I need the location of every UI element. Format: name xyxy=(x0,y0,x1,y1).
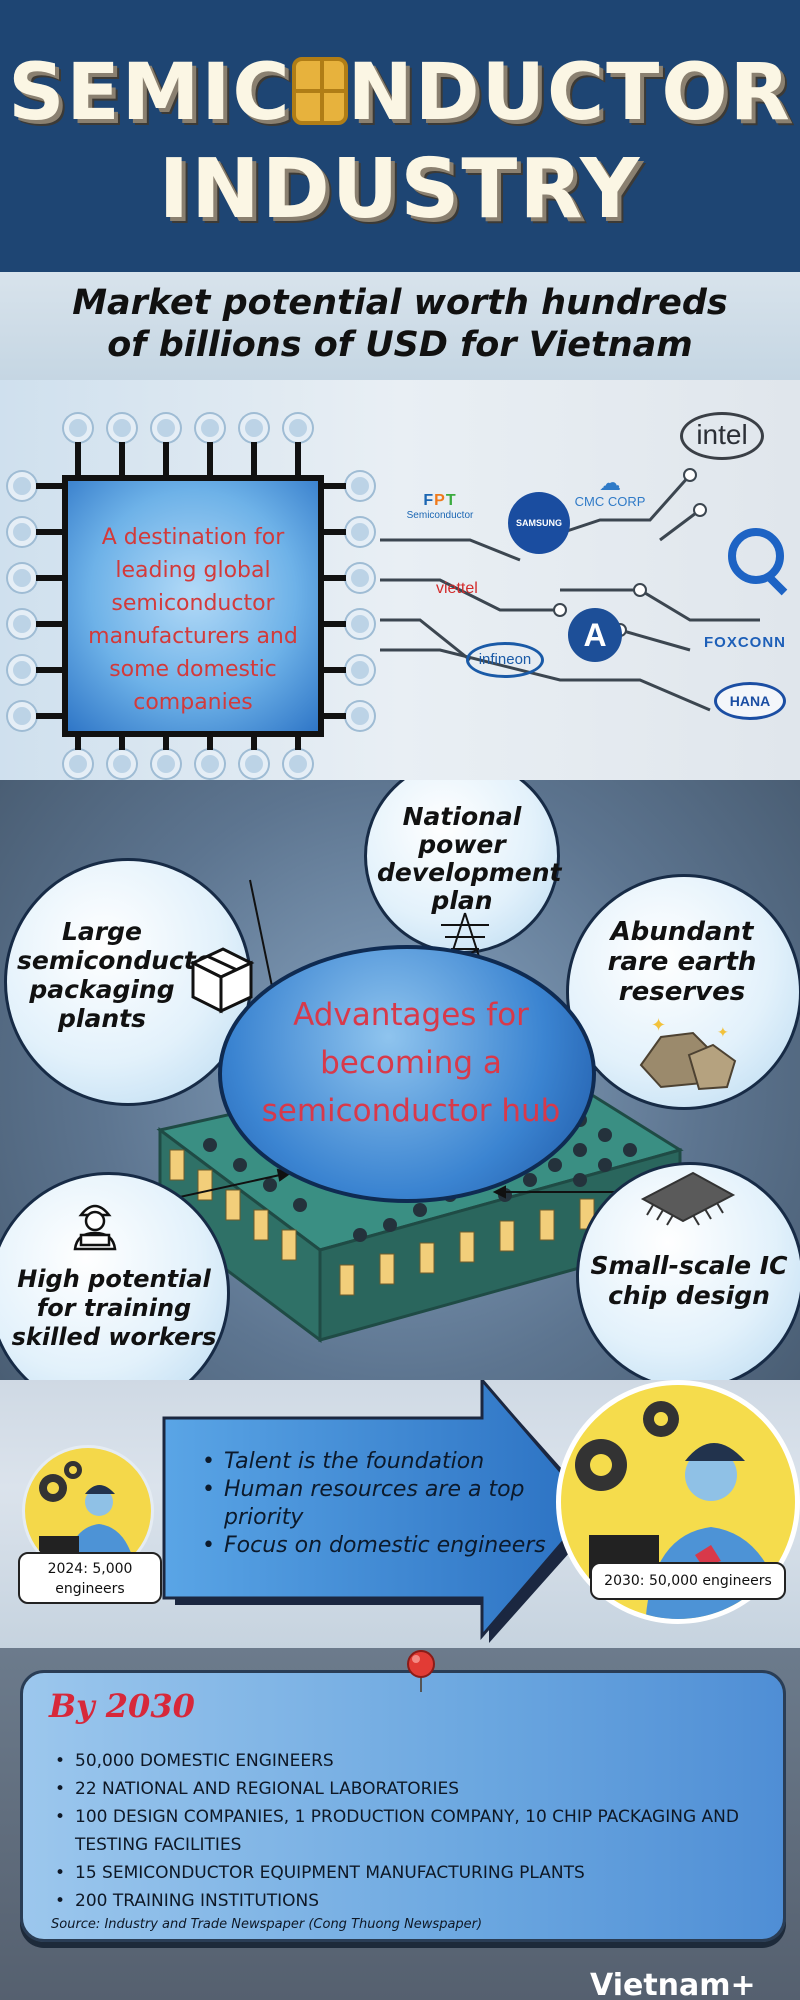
chip-pin xyxy=(8,472,36,500)
subtitle: Market potential worth hundreds of billi… xyxy=(10,282,790,366)
year-2030-label: 2030: 50,000 engineers xyxy=(590,1562,786,1600)
goal-item: 15 SEMICONDUCTOR EQUIPMENT MANUFACTURING… xyxy=(53,1859,773,1887)
chip-pin xyxy=(64,750,92,778)
title-part-a: SEMIC xyxy=(8,48,292,138)
svg-text:✦: ✦ xyxy=(651,1015,666,1036)
bubble-ic-chip-design: Small-scale IC chip design xyxy=(576,1162,800,1380)
chip-pin xyxy=(8,702,36,730)
subtitle-line-1: Market potential worth hundreds xyxy=(72,283,728,323)
chip-pin xyxy=(240,414,268,442)
talent-point: Talent is the foundation xyxy=(198,1448,598,1476)
title-line-2: INDUSTRY xyxy=(158,142,642,237)
advantages-hub-text: Advantages for becoming a semiconductor … xyxy=(261,997,561,1129)
chip-pin xyxy=(108,414,136,442)
bubble-skilled-workers: High potential for training skilled work… xyxy=(0,1172,230,1380)
by-2030-card: By 2030 50,000 DOMESTIC ENGINEERS 22 NAT… xyxy=(20,1670,786,1942)
worker-icon xyxy=(73,1204,117,1251)
chip-pin xyxy=(108,750,136,778)
by-2030-section: By 2030 50,000 DOMESTIC ENGINEERS 22 NAT… xyxy=(0,1648,800,2000)
talent-section: 2024: 5,000 engineers Talent is the foun… xyxy=(0,1380,800,1648)
ic-chip-icon xyxy=(640,1171,736,1226)
goal-item: 100 DESIGN COMPANIES, 1 PRODUCTION COMPA… xyxy=(53,1803,773,1859)
ic-chip-design-label: Small-scale IC chip design xyxy=(590,1251,788,1310)
chip-pin xyxy=(8,518,36,546)
pushpin-icon xyxy=(407,1650,435,1692)
destination-chip: A destination for leading global semicon… xyxy=(62,475,324,737)
samsung-logo: SAMSUNG xyxy=(508,492,570,554)
chip-pin xyxy=(152,750,180,778)
goal-item: 50,000 DOMESTIC ENGINEERS xyxy=(53,1747,773,1775)
talent-point: Focus on domestic engineers xyxy=(198,1532,598,1560)
bubble-national-power: National power development plan xyxy=(364,780,562,970)
chip-pin xyxy=(284,414,312,442)
svg-text:✦: ✦ xyxy=(717,1025,729,1041)
year-2024-line2: engineers xyxy=(55,1581,125,1597)
chip-pin xyxy=(346,518,374,546)
advantages-section: National power development plan Large se… xyxy=(0,780,800,1380)
source-note: Source: Industry and Trade Newspaper (Co… xyxy=(51,1917,483,1932)
cmc-corp-name: CMC CORP xyxy=(574,494,646,509)
header-banner: SEMIC NDUCTOR INDUSTRY xyxy=(0,0,800,272)
goal-item: 200 TRAINING INSTITUTIONS xyxy=(53,1887,773,1915)
chip-pin xyxy=(64,414,92,442)
by-2030-list: 50,000 DOMESTIC ENGINEERS 22 NATIONAL AN… xyxy=(53,1747,773,1915)
q-logo-icon xyxy=(728,528,784,584)
destination-chip-text: A destination for leading global semicon… xyxy=(88,525,298,715)
chip-pin xyxy=(346,702,374,730)
chip-letter-o-icon xyxy=(291,57,348,125)
chip-pin xyxy=(196,414,224,442)
chip-pin xyxy=(284,750,312,778)
chip-pin xyxy=(196,750,224,778)
talent-points: Talent is the foundation Human resources… xyxy=(198,1448,598,1560)
chip-pin xyxy=(240,750,268,778)
chip-legs xyxy=(36,442,346,750)
packaging-plants-label: Large semiconductor packaging plants xyxy=(17,917,226,1033)
chip-pin xyxy=(8,564,36,592)
year-2024-label: 2024: 5,000 engineers xyxy=(18,1552,162,1604)
talent-point: Human resources are a top priority xyxy=(198,1476,598,1532)
fpt-mark: FPT xyxy=(405,492,475,510)
fpt-letter-f: F xyxy=(423,492,435,509)
national-power-label: National power development plan xyxy=(377,802,562,915)
hana-logo: HANA xyxy=(714,682,786,720)
subtitle-band: Market potential worth hundreds of billi… xyxy=(0,272,800,380)
infineon-logo: infineon xyxy=(466,642,544,678)
rare-earth-rock-icon: ✦ ✦ xyxy=(639,1015,737,1091)
chip-pin xyxy=(8,656,36,684)
fpt-letter-t: T xyxy=(445,492,457,509)
cmc-corp-logo: ☁ CMC CORP xyxy=(570,470,650,510)
bubble-rare-earth: Abundant rare earth reserves ✦ ✦ xyxy=(566,874,800,1110)
a-logo: A xyxy=(568,608,622,662)
bubble-packaging-plants: Large semiconductor packaging plants xyxy=(4,858,255,1106)
fpt-sub: Semiconductor xyxy=(406,510,474,521)
chip-pin xyxy=(8,610,36,638)
title-line-1: SEMIC NDUCTOR xyxy=(0,48,800,138)
foxconn-logo: FOXCONN xyxy=(704,634,786,651)
year-2024-line1: 2024: 5,000 xyxy=(47,1561,133,1577)
chip-pin xyxy=(152,414,180,442)
subtitle-line-2: of billions of USD for Vietnam xyxy=(107,325,693,365)
skilled-workers-label: High potential for training skilled work… xyxy=(11,1265,217,1351)
intel-logo: intel xyxy=(680,412,764,460)
rare-earth-label: Abundant rare earth reserves xyxy=(607,917,757,1007)
chip-pin xyxy=(346,472,374,500)
viettel-logo: viettel xyxy=(436,580,478,597)
fpt-logo: FPT Semiconductor xyxy=(405,492,475,521)
advantages-hub: Advantages for becoming a semiconductor … xyxy=(218,945,596,1203)
goal-item: 22 NATIONAL AND REGIONAL LABORATORIES xyxy=(53,1775,773,1803)
by-2030-title: By 2030 xyxy=(49,1687,195,1725)
package-box-icon xyxy=(189,947,255,1014)
chip-pin xyxy=(346,656,374,684)
fpt-letter-p: P xyxy=(434,492,446,509)
cloud-icon: ☁ xyxy=(599,470,621,495)
manufacturers-section: A destination for leading global semicon… xyxy=(0,380,800,780)
chip-pin xyxy=(346,610,374,638)
chip-pin xyxy=(346,564,374,592)
title-part-b: NDUCTOR xyxy=(347,48,792,138)
brand-logo: Vietnam+ xyxy=(590,1968,756,2000)
